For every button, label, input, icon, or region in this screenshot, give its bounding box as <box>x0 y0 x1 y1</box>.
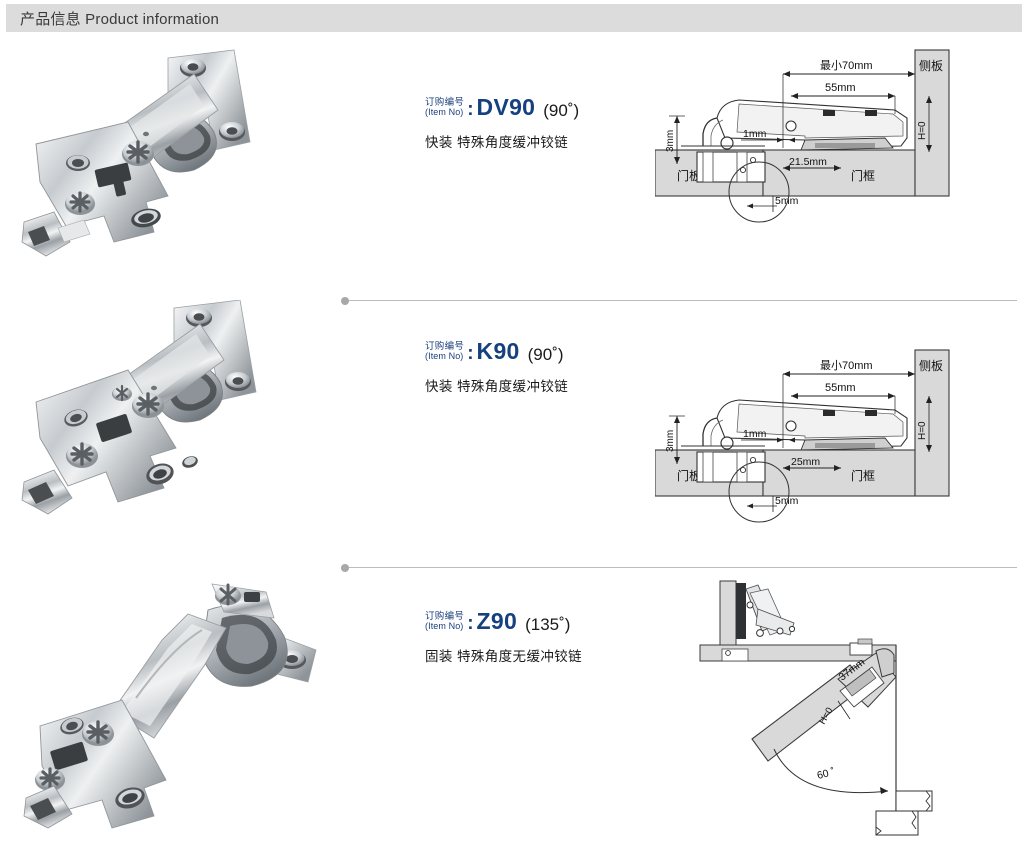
page-header: 产品信息 Product information <box>6 4 1022 32</box>
label-door-frame: 门框 <box>851 168 875 183</box>
product-description: 固装 特殊角度无缓冲铰链 <box>425 649 583 664</box>
item-no-label-en: (Item No) <box>425 620 464 631</box>
dim-span-max: 最小70mm <box>820 59 873 72</box>
product-row: 订购编号 (Item No) : Z90 (135˚) 固装 特殊角度无缓冲铰链 <box>0 568 1022 856</box>
product-row: 订购编号 (Item No) : K90 (90˚) 快装 特殊角度缓冲铰链 门… <box>0 300 1022 565</box>
hinge-illustration <box>23 583 317 829</box>
item-no-label: 订购编号 (Item No) <box>425 610 465 634</box>
item-no-label: 订购编号 (Item No) <box>425 96 465 120</box>
diagram-svg: 门板 门框 侧板 <box>654 49 950 223</box>
product-row: 订购编号 (Item No) : DV90 (90˚) 快装 特殊角度缓冲铰链 … <box>0 40 1022 295</box>
item-no-label-cn: 订购编号 <box>425 340 465 352</box>
dim-h-value: H=0 <box>917 421 928 440</box>
section-divider <box>341 296 1017 305</box>
dim-gap: 1mm <box>743 428 767 440</box>
dim-height-left: 3mm <box>665 130 676 152</box>
item-no-label-en: (Item No) <box>425 350 464 361</box>
hinge-illustration <box>21 49 251 257</box>
divider-dot <box>341 563 349 572</box>
page-title: 产品信息 Product information <box>20 10 220 28</box>
dim-gap: 1mm <box>743 128 767 140</box>
dim-offset: 21.5mm <box>789 156 827 168</box>
product-photo-z90 <box>10 568 340 856</box>
label-door-panel: 门板 <box>677 468 701 483</box>
colon-separator: : <box>467 343 474 364</box>
product-angle: (90˚) <box>527 345 564 364</box>
section-divider <box>341 563 1017 572</box>
product-code-line: 订购编号 (Item No) : Z90 (135˚) <box>425 610 655 634</box>
product-description: 快装 特殊角度缓冲铰链 <box>425 135 569 150</box>
product-code: DV90 <box>476 94 536 120</box>
product-angle: (90˚) <box>543 101 580 120</box>
item-no-label-en: (Item No) <box>425 106 464 117</box>
dim-height-left: 3mm <box>665 430 676 452</box>
dim-h-value: H=0 <box>917 121 928 140</box>
product-description: 快装 特殊角度缓冲铰链 <box>425 379 569 394</box>
product-angle: (135˚) <box>525 615 571 634</box>
label-door-panel: 门板 <box>677 168 701 183</box>
label-side-panel: 侧板 <box>919 59 943 73</box>
product-info: 订购编号 (Item No) : K90 (90˚) 快装 特殊角度缓冲铰链 <box>425 340 655 395</box>
dim-span-inner: 55mm <box>825 382 856 394</box>
product-code: K90 <box>476 338 520 364</box>
product-info: 订购编号 (Item No) : Z90 (135˚) 固装 特殊角度无缓冲铰链 <box>425 610 655 665</box>
product-photo-dv90 <box>10 40 340 295</box>
dim-detail: 5mm <box>775 195 799 207</box>
item-no-label-cn: 订购编号 <box>425 610 465 622</box>
product-info: 订购编号 (Item No) : DV90 (90˚) 快装 特殊角度缓冲铰链 <box>425 96 655 151</box>
label-door-frame: 门框 <box>851 468 875 483</box>
item-no-label-cn: 订购编号 <box>425 96 465 108</box>
dim-offset: 25mm <box>791 456 820 468</box>
product-code: Z90 <box>476 608 518 634</box>
hinge-illustration <box>21 300 257 515</box>
product-code-line: 订购编号 (Item No) : K90 (90˚) <box>425 340 655 364</box>
diagram-svg: 门板 门框 侧板 最小70mm <box>654 349 950 523</box>
divider-dot <box>341 296 349 305</box>
dim-detail: 5mm <box>775 495 799 507</box>
technical-diagram-k90: 门板 门框 侧板 最小70mm <box>654 340 955 605</box>
dim-span-inner: 55mm <box>825 82 856 94</box>
item-no-label: 订购编号 (Item No) <box>425 340 465 364</box>
colon-separator: : <box>467 613 474 634</box>
dim-open-angle: 60 ˚ <box>816 766 836 782</box>
diagram-svg: 37mm H=0 60 ˚ <box>699 580 933 836</box>
colon-separator: : <box>467 99 474 120</box>
dim-span-max: 最小70mm <box>820 359 873 372</box>
technical-diagram-z90: 37mm H=0 60 ˚ <box>690 573 940 861</box>
label-side-panel: 侧板 <box>919 359 943 373</box>
technical-diagram-dv90: 门板 门框 侧板 <box>654 40 955 295</box>
product-photo-k90 <box>10 300 340 565</box>
product-code-line: 订购编号 (Item No) : DV90 (90˚) <box>425 96 655 120</box>
